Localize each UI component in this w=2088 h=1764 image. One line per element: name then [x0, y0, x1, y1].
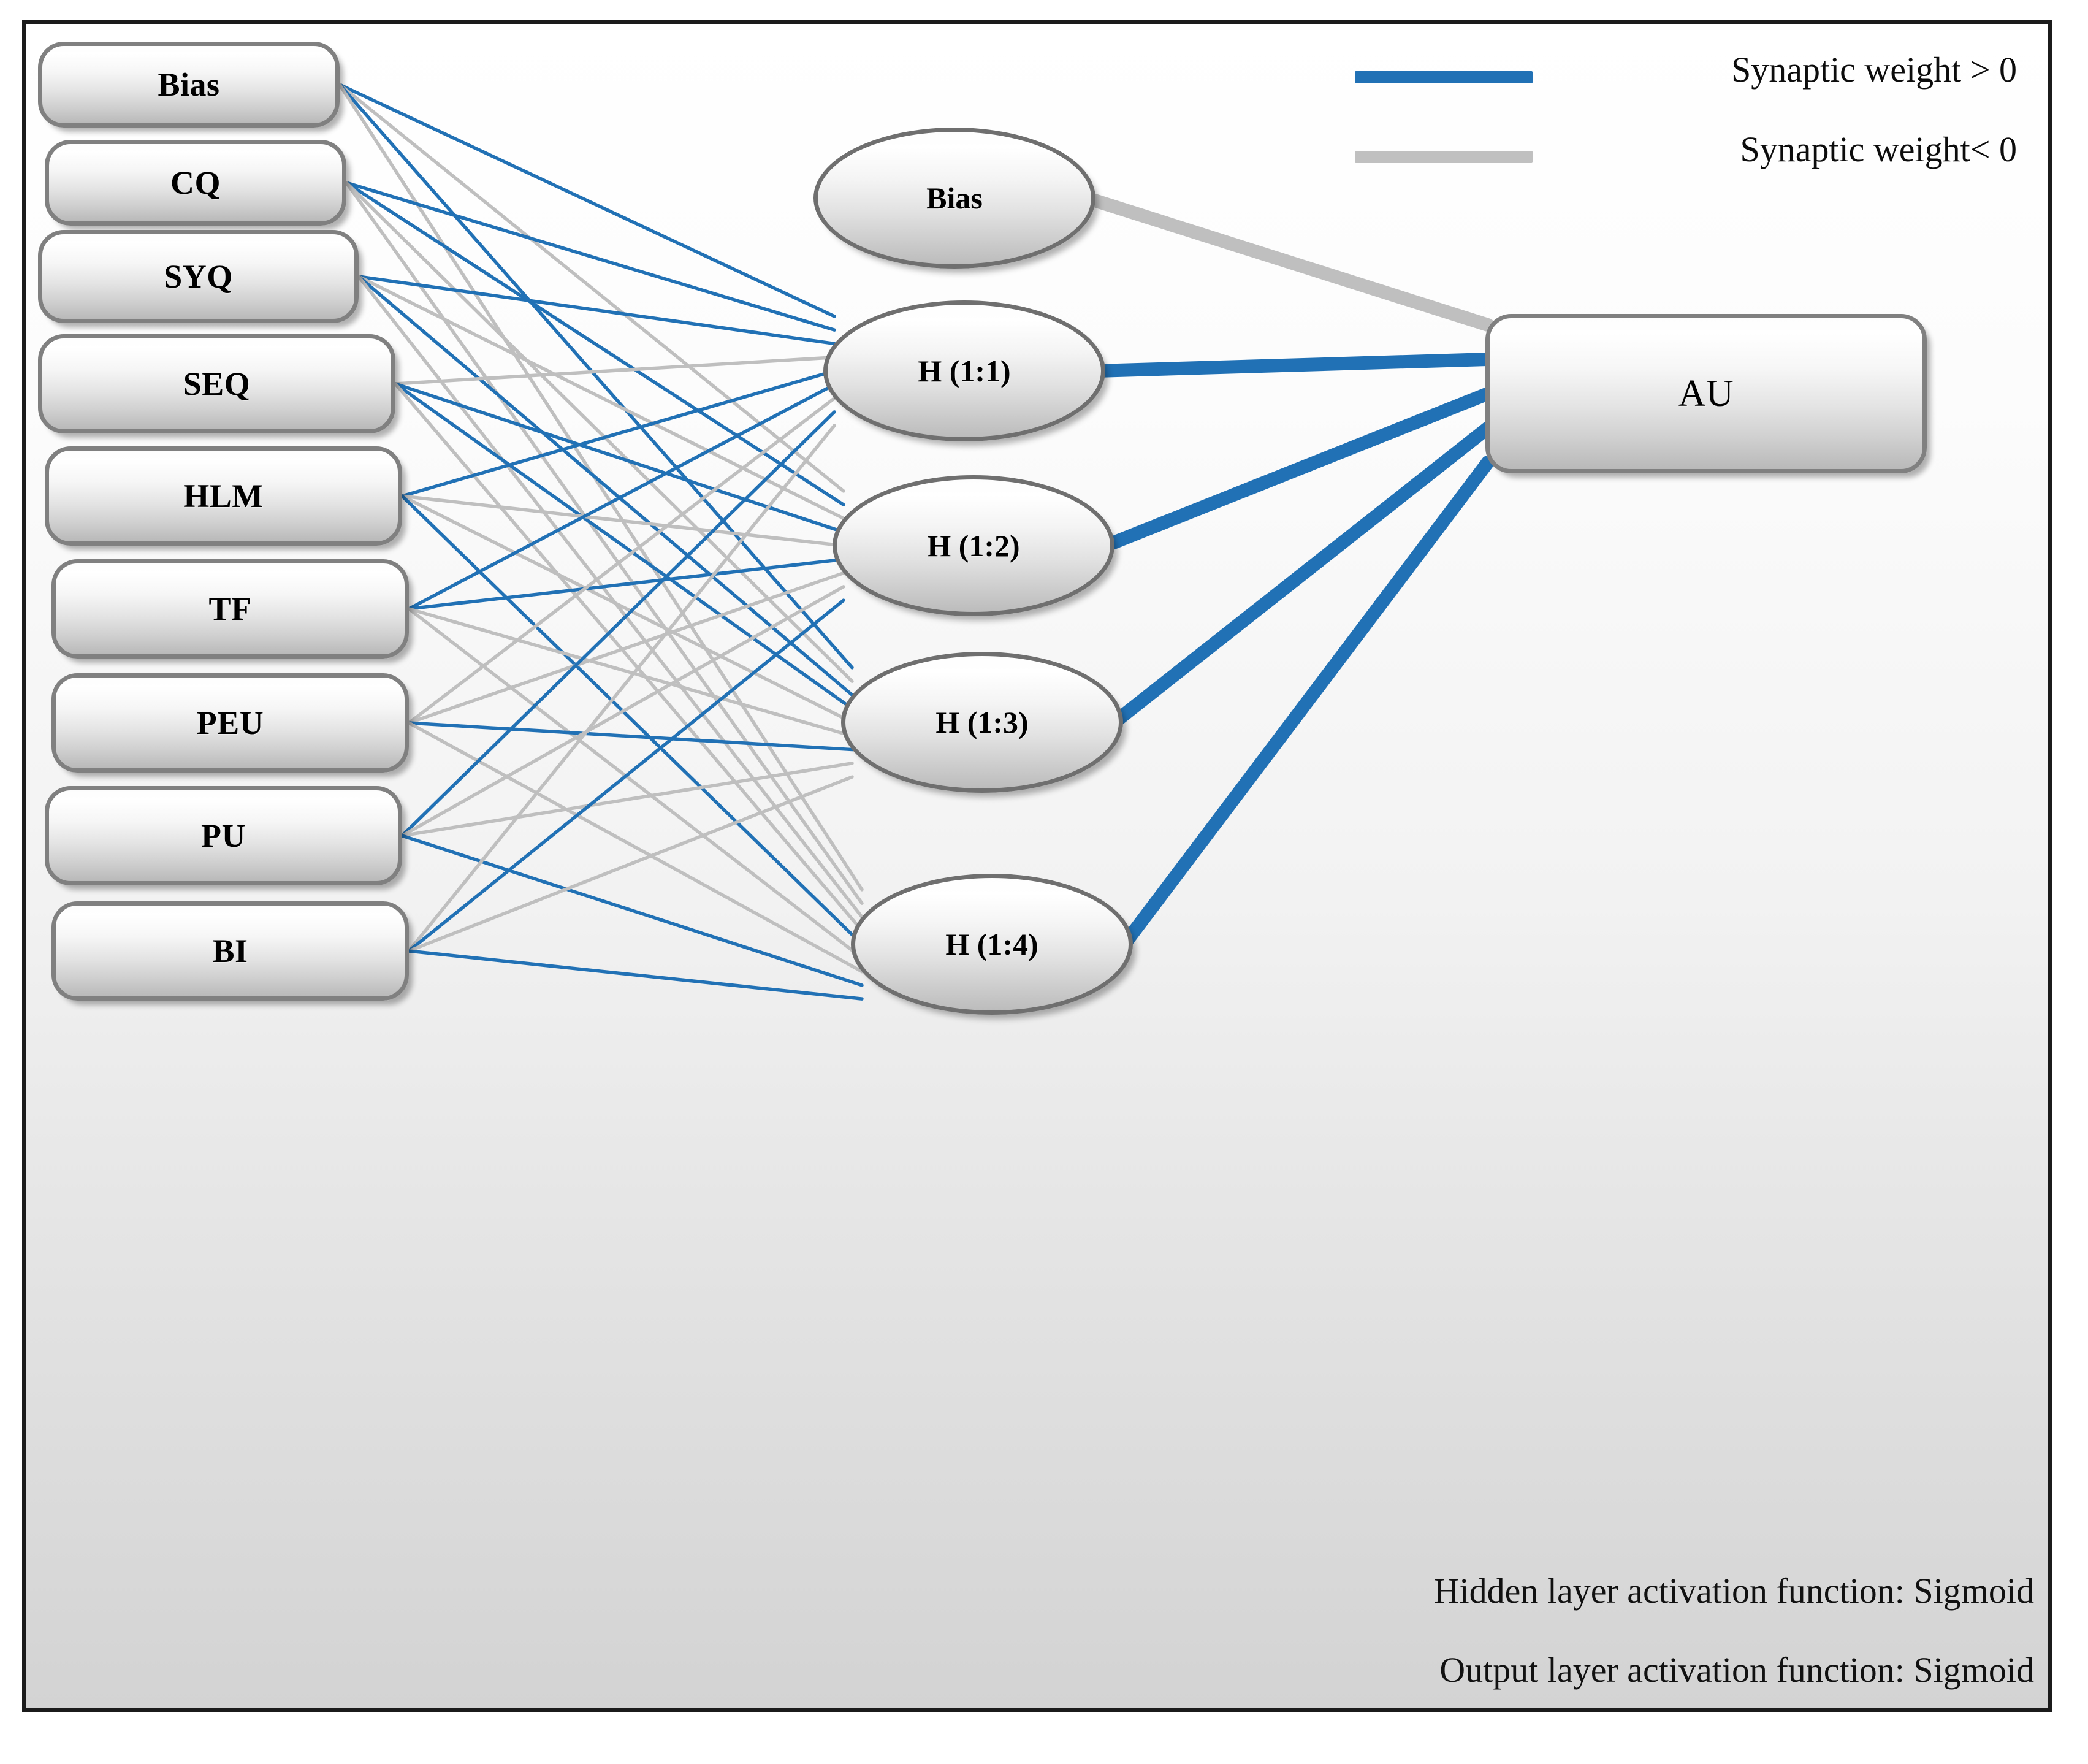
negative-weight-swatch	[1355, 151, 1533, 163]
legend-label-negative: Synaptic weight< 0	[1740, 129, 2017, 169]
input-node-hlm[interactable]: HLM	[45, 446, 402, 546]
input-node-label: Bias	[158, 66, 220, 103]
input-node-label: PU	[201, 817, 246, 854]
input-node-label: HLM	[183, 478, 264, 514]
output-node-label: AU	[1678, 372, 1734, 414]
input-node-seq[interactable]: SEQ	[38, 334, 395, 433]
input-node-label: PEU	[196, 704, 264, 741]
legend: Synaptic weight > 0 Synaptic weight< 0	[1355, 49, 2017, 208]
input-node-bias[interactable]: Bias	[38, 42, 340, 128]
hidden-node-label: H (1:2)	[927, 529, 1020, 563]
input-node-label: BI	[212, 933, 248, 969]
activation-function-notes: Hidden layer activation function: Sigmoi…	[1434, 1570, 2034, 1690]
output-activation-note: Output layer activation function: Sigmoi…	[1439, 1650, 2034, 1690]
legend-row-negative: Synaptic weight< 0	[1355, 129, 2017, 208]
hidden-node-label: H (1:4)	[945, 927, 1038, 961]
hidden-node-label: Bias	[926, 181, 983, 215]
input-node-peu[interactable]: PEU	[51, 673, 409, 773]
input-node-tf[interactable]: TF	[51, 559, 409, 659]
legend-row-positive: Synaptic weight > 0	[1355, 49, 2017, 129]
input-node-syq[interactable]: SYQ	[38, 230, 359, 323]
legend-label-positive: Synaptic weight > 0	[1731, 50, 2017, 90]
input-node-bi[interactable]: BI	[51, 901, 409, 1001]
hidden-node-label: H (1:3)	[935, 705, 1029, 739]
positive-weight-swatch	[1355, 71, 1533, 83]
input-node-label: SEQ	[183, 365, 251, 402]
hidden-node-label: H (1:1)	[918, 354, 1011, 388]
hidden-node-h-1-4[interactable]: H (1:4)	[851, 874, 1133, 1015]
input-node-pu[interactable]: PU	[45, 786, 402, 885]
input-node-label: CQ	[170, 164, 221, 201]
output-node-au[interactable]: AU	[1485, 314, 1927, 473]
hidden-node-bias[interactable]: Bias	[813, 128, 1095, 269]
input-node-cq[interactable]: CQ	[45, 140, 346, 226]
hidden-node-h-1-2[interactable]: H (1:2)	[833, 475, 1114, 616]
input-node-label: TF	[208, 590, 252, 627]
hidden-node-h-1-3[interactable]: H (1:3)	[841, 652, 1123, 793]
hidden-activation-note: Hidden layer activation function: Sigmoi…	[1433, 1571, 2034, 1611]
input-node-label: SYQ	[164, 258, 233, 295]
hidden-node-h-1-1[interactable]: H (1:1)	[823, 300, 1105, 441]
